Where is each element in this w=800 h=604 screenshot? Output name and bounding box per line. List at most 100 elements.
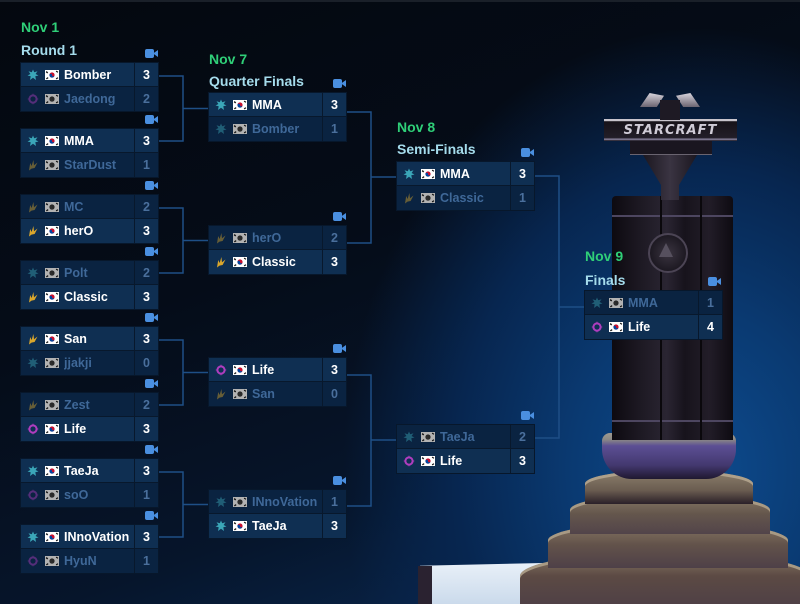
korea-flag-icon bbox=[233, 389, 247, 399]
video-camera-icon[interactable] bbox=[145, 511, 158, 520]
video-camera-icon[interactable] bbox=[145, 445, 158, 454]
player-row[interactable]: MMA 1 bbox=[585, 291, 722, 315]
player-row[interactable]: TaeJa 3 bbox=[209, 514, 346, 538]
terran-icon bbox=[591, 297, 603, 309]
player-name: MMA bbox=[252, 97, 282, 112]
player-name: Bomber bbox=[64, 67, 112, 82]
player-name: Life bbox=[64, 422, 87, 436]
protoss-icon bbox=[27, 333, 39, 345]
player-score: 0 bbox=[134, 351, 158, 375]
video-camera-icon[interactable] bbox=[333, 79, 346, 88]
player-name: INnoVation bbox=[252, 494, 318, 509]
player-row[interactable]: Life 3 bbox=[397, 449, 534, 473]
zerg-icon bbox=[27, 489, 39, 501]
korea-flag-icon bbox=[45, 334, 59, 344]
match-box: MC 2 herO 3 bbox=[21, 195, 158, 243]
player-name: Jaedong bbox=[64, 92, 116, 106]
match-box: INnoVation 3 HyuN 1 bbox=[21, 525, 158, 573]
player-score: 3 bbox=[322, 93, 346, 116]
video-camera-icon[interactable] bbox=[333, 344, 346, 353]
terran-icon bbox=[27, 357, 39, 369]
korea-flag-icon bbox=[421, 169, 435, 179]
player-row[interactable]: Bomber 1 bbox=[209, 117, 346, 141]
match-box: MMA 3 Classic 1 bbox=[397, 162, 534, 210]
player-score: 3 bbox=[510, 162, 534, 185]
video-camera-icon[interactable] bbox=[145, 247, 158, 256]
korea-flag-icon bbox=[609, 322, 623, 332]
player-row[interactable]: San 3 bbox=[21, 327, 158, 351]
player-score: 3 bbox=[134, 219, 158, 243]
player-score: 1 bbox=[510, 186, 534, 210]
korea-flag-icon bbox=[45, 424, 59, 434]
match-box: Zest 2 Life 3 bbox=[21, 393, 158, 441]
player-row[interactable]: Life 4 bbox=[585, 315, 722, 339]
player-score: 3 bbox=[322, 250, 346, 274]
player-score: 1 bbox=[322, 490, 346, 513]
player-score: 3 bbox=[134, 525, 158, 548]
korea-flag-icon bbox=[45, 160, 59, 170]
player-row[interactable]: StarDust 1 bbox=[21, 153, 158, 177]
terran-icon bbox=[27, 465, 39, 477]
player-row[interactable]: MMA 3 bbox=[209, 93, 346, 117]
quarter-finals-date: Nov 7 bbox=[209, 51, 248, 67]
player-score: 0 bbox=[322, 382, 346, 406]
video-camera-icon[interactable] bbox=[145, 313, 158, 322]
player-row[interactable]: Classic 1 bbox=[397, 186, 534, 210]
protoss-icon bbox=[27, 201, 39, 213]
player-row[interactable]: soO 1 bbox=[21, 483, 158, 507]
player-score: 1 bbox=[698, 291, 722, 314]
player-row[interactable]: Jaedong 2 bbox=[21, 87, 158, 111]
player-name: Classic bbox=[64, 290, 108, 304]
player-row[interactable]: Classic 3 bbox=[209, 250, 346, 274]
player-row[interactable]: San 0 bbox=[209, 382, 346, 406]
player-row[interactable]: INnoVation 3 bbox=[21, 525, 158, 549]
player-row[interactable]: INnoVation 1 bbox=[209, 490, 346, 514]
player-row[interactable]: Bomber 3 bbox=[21, 63, 158, 87]
player-row[interactable]: Life 3 bbox=[209, 358, 346, 382]
semi-finals-date: Nov 8 bbox=[397, 119, 436, 135]
video-camera-icon[interactable] bbox=[521, 148, 534, 157]
player-row[interactable]: herO 2 bbox=[209, 226, 346, 250]
korea-flag-icon bbox=[609, 298, 623, 308]
video-camera-icon[interactable] bbox=[145, 115, 158, 124]
terran-icon bbox=[215, 496, 227, 508]
player-name: San bbox=[252, 387, 275, 401]
video-camera-icon[interactable] bbox=[333, 476, 346, 485]
video-camera-icon[interactable] bbox=[708, 277, 721, 286]
player-row[interactable]: MC 2 bbox=[21, 195, 158, 219]
terran-icon bbox=[27, 135, 39, 147]
player-row[interactable]: Polt 2 bbox=[21, 261, 158, 285]
player-score: 2 bbox=[134, 393, 158, 416]
korea-flag-icon bbox=[421, 432, 435, 442]
player-name: Life bbox=[628, 320, 651, 334]
video-camera-icon[interactable] bbox=[333, 212, 346, 221]
player-name: Life bbox=[440, 454, 463, 468]
player-row[interactable]: MMA 3 bbox=[21, 129, 158, 153]
match-box: MMA 3 StarDust 1 bbox=[21, 129, 158, 177]
player-row[interactable]: TaeJa 2 bbox=[397, 425, 534, 449]
protoss-icon bbox=[215, 388, 227, 400]
player-score: 3 bbox=[134, 63, 158, 86]
korea-flag-icon bbox=[45, 490, 59, 500]
player-row[interactable]: Zest 2 bbox=[21, 393, 158, 417]
player-score: 2 bbox=[510, 425, 534, 448]
protoss-icon bbox=[403, 192, 415, 204]
player-row[interactable]: Life 3 bbox=[21, 417, 158, 441]
player-row[interactable]: Classic 3 bbox=[21, 285, 158, 309]
player-row[interactable]: jjakji 0 bbox=[21, 351, 158, 375]
korea-flag-icon bbox=[45, 556, 59, 566]
round-1-date: Nov 1 bbox=[21, 19, 60, 35]
player-row[interactable]: herO 3 bbox=[21, 219, 158, 243]
player-row[interactable]: HyuN 1 bbox=[21, 549, 158, 573]
player-row[interactable]: TaeJa 3 bbox=[21, 459, 158, 483]
video-camera-icon[interactable] bbox=[521, 411, 534, 420]
player-row[interactable]: MMA 3 bbox=[397, 162, 534, 186]
video-camera-icon[interactable] bbox=[145, 379, 158, 388]
player-score: 3 bbox=[322, 514, 346, 538]
player-score: 1 bbox=[134, 483, 158, 507]
terran-icon bbox=[215, 99, 227, 111]
player-name: Zest bbox=[64, 397, 90, 412]
video-camera-icon[interactable] bbox=[145, 181, 158, 190]
video-camera-icon[interactable] bbox=[145, 49, 158, 58]
